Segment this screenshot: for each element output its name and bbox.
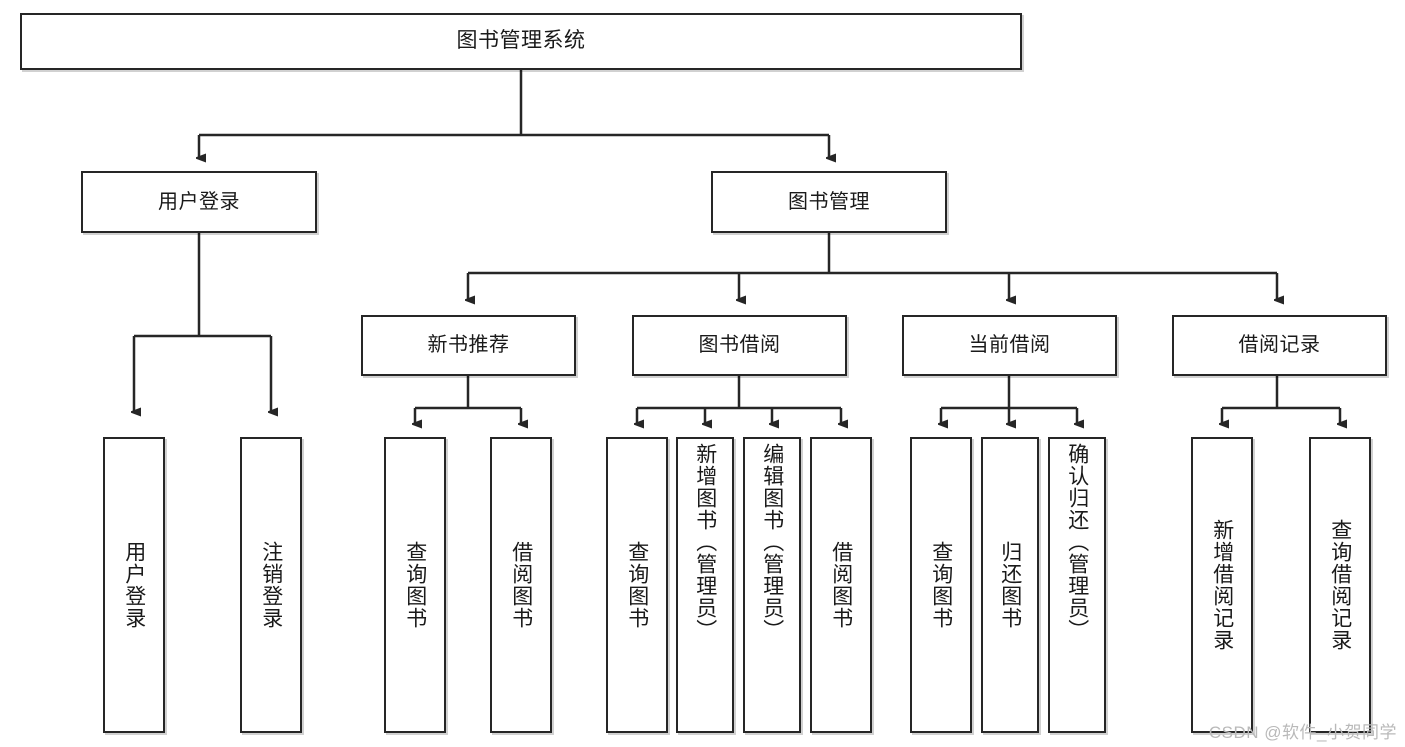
node-leaf-query-borrow-record[interactable]: 查询借阅记录: [1309, 437, 1371, 733]
node-leaf-borrow-book-recommend[interactable]: 借阅图书: [490, 437, 552, 733]
node-label: 图书管理: [788, 190, 870, 213]
node-borrow-record[interactable]: 借阅记录: [1172, 315, 1387, 376]
node-label: 图书借阅: [698, 334, 781, 356]
node-label: 查询图书: [403, 541, 427, 629]
node-new-book-recommend[interactable]: 新书推荐: [361, 315, 576, 376]
node-label: 当前借阅: [968, 334, 1051, 356]
node-label: 查询借阅记录: [1328, 519, 1352, 651]
node-leaf-query-book-recommend[interactable]: 查询图书: [384, 437, 446, 733]
node-book-management[interactable]: 图书管理: [711, 171, 947, 233]
node-leaf-query-book-borrow[interactable]: 查询图书: [606, 437, 668, 733]
node-label: 新增借阅记录: [1210, 519, 1234, 651]
node-leaf-query-book-current[interactable]: 查询图书: [910, 437, 972, 733]
node-label: 图书管理系统: [456, 29, 586, 53]
node-leaf-return-book[interactable]: 归还图书: [981, 437, 1039, 733]
node-leaf-confirm-return-admin[interactable]: 确认归还（管理员）: [1048, 437, 1106, 733]
node-label: 借阅图书: [509, 541, 533, 629]
node-label: 新书推荐: [427, 334, 510, 356]
node-label: 借阅图书: [829, 541, 853, 629]
node-leaf-add-book-admin[interactable]: 新增图书（管理员）: [676, 437, 734, 733]
node-current-borrow[interactable]: 当前借阅: [902, 315, 1117, 376]
node-root-system[interactable]: 图书管理系统: [20, 13, 1022, 70]
node-leaf-borrow-book[interactable]: 借阅图书: [810, 437, 872, 733]
node-label: 新增图书（管理员）: [693, 443, 717, 641]
node-leaf-logout[interactable]: 注销登录: [240, 437, 302, 733]
node-label: 归还图书: [998, 541, 1022, 629]
node-book-borrow[interactable]: 图书借阅: [632, 315, 847, 376]
watermark: CSDN @软件_小贺同学: [1208, 723, 1397, 742]
node-leaf-add-borrow-record[interactable]: 新增借阅记录: [1191, 437, 1253, 733]
node-label: 编辑图书（管理员）: [760, 443, 784, 641]
node-label: 查询图书: [625, 541, 649, 629]
node-label: 查询图书: [929, 541, 953, 629]
node-leaf-user-login[interactable]: 用户登录: [103, 437, 165, 733]
node-label: 借阅记录: [1238, 334, 1321, 356]
node-user-login[interactable]: 用户登录: [81, 171, 317, 233]
node-label: 注销登录: [259, 541, 283, 629]
node-label: 用户登录: [122, 541, 146, 629]
node-leaf-edit-book-admin[interactable]: 编辑图书（管理员）: [743, 437, 801, 733]
node-label: 确认归还（管理员）: [1065, 443, 1089, 641]
node-label: 用户登录: [158, 190, 240, 213]
